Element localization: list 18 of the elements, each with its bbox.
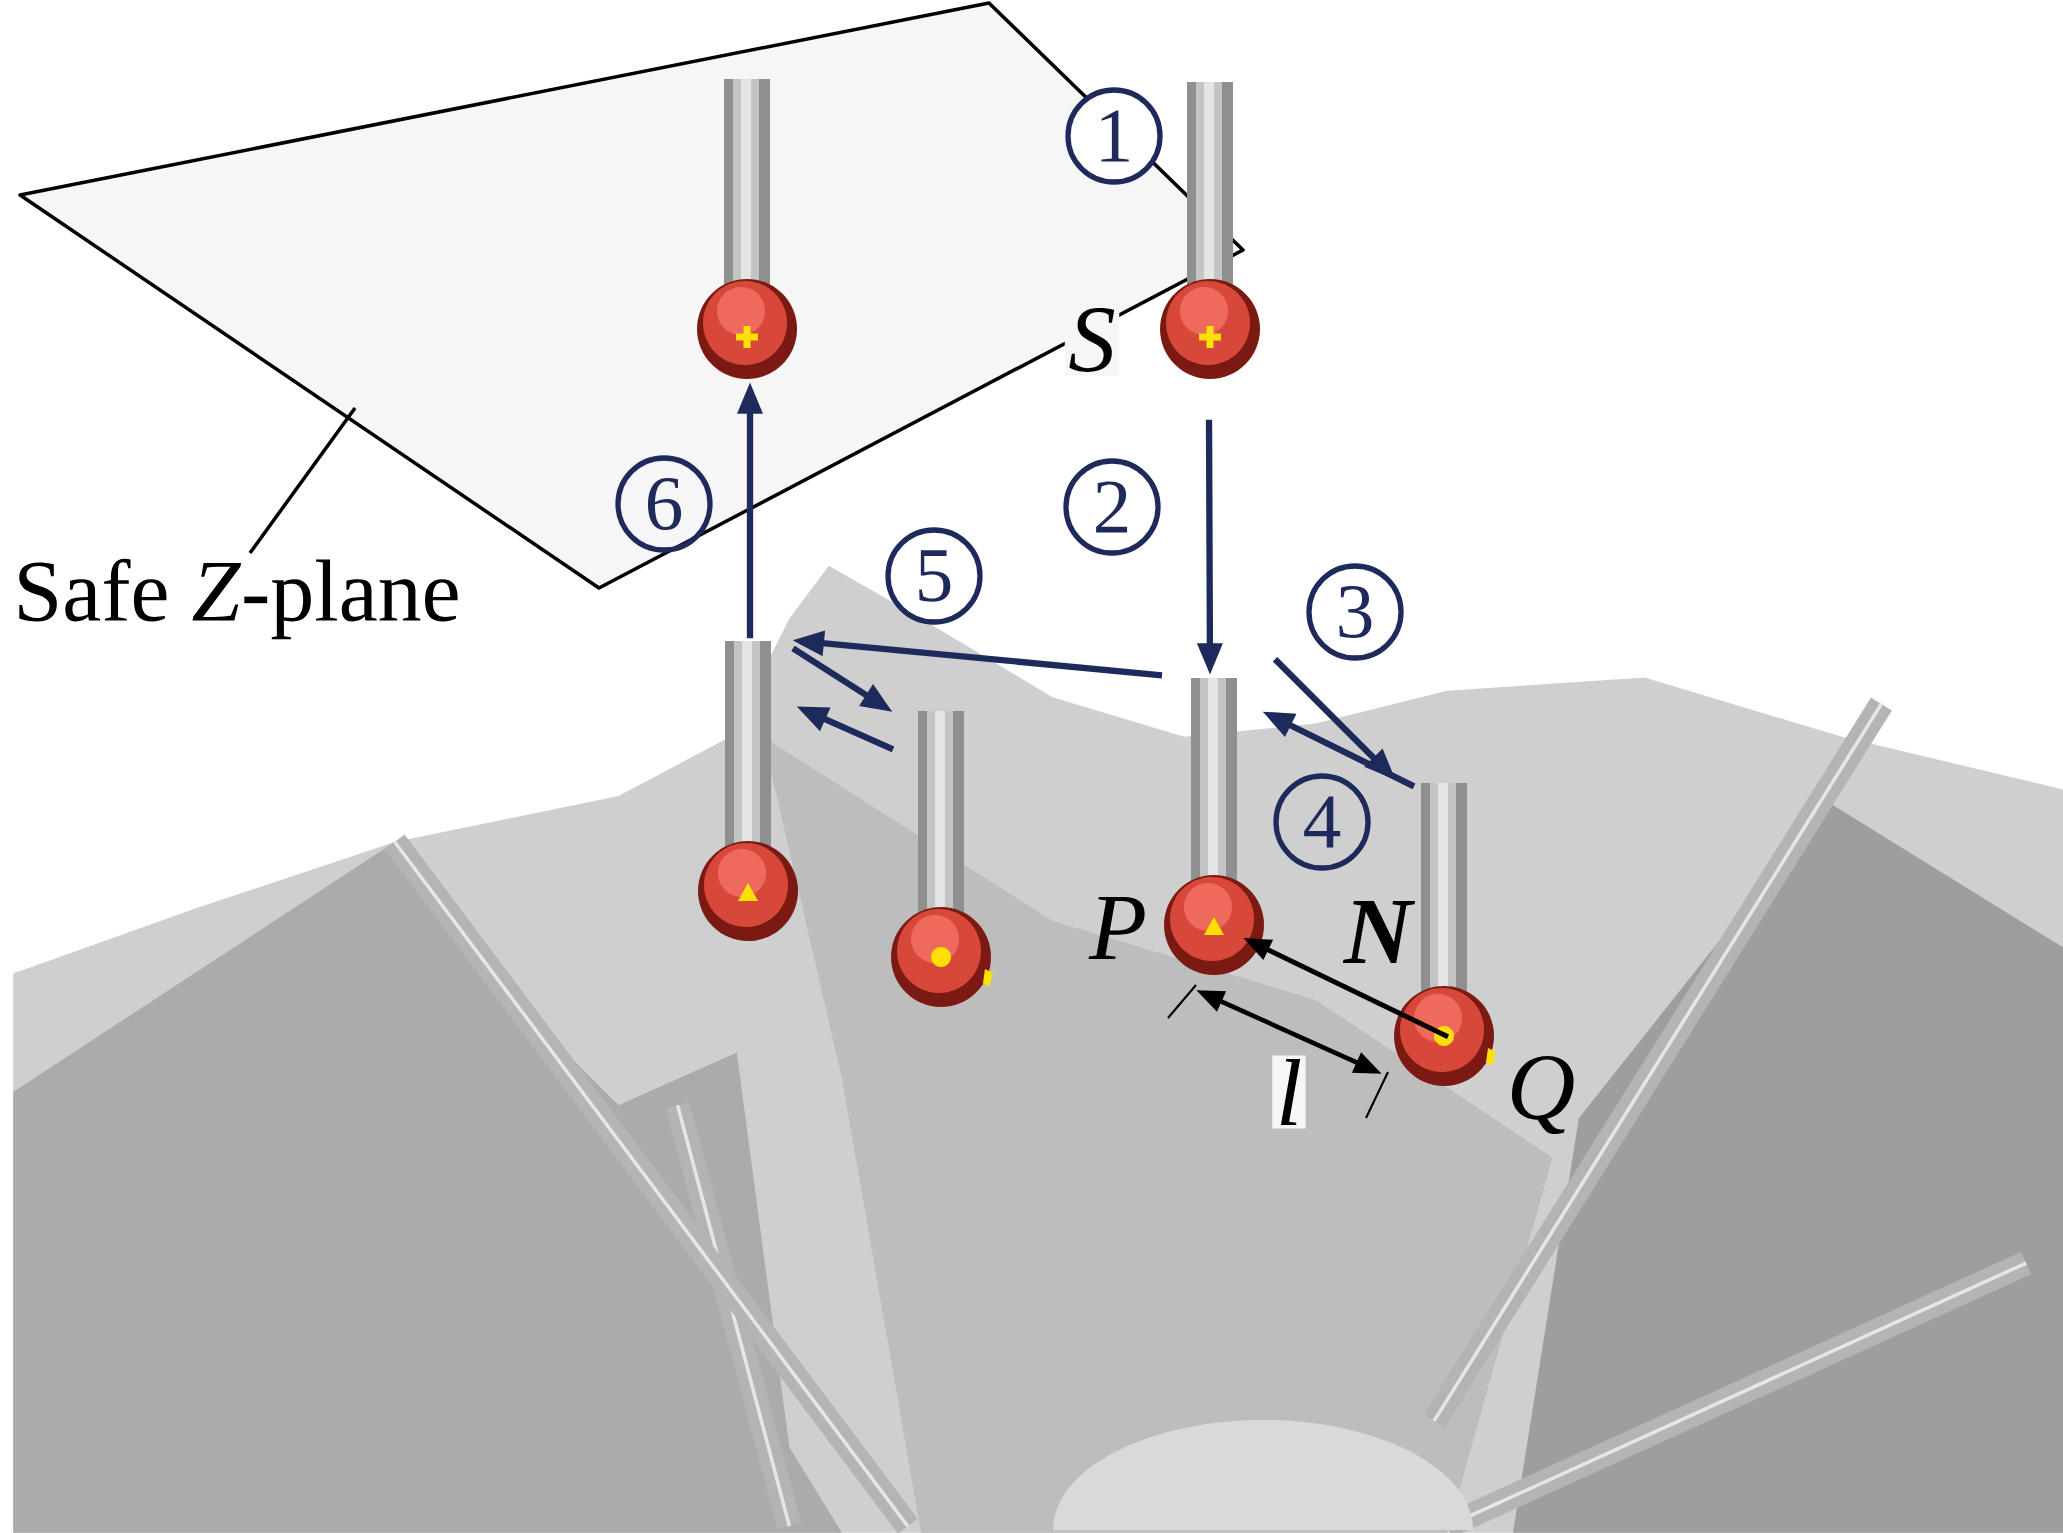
leader-line — [248, 406, 357, 555]
probe-drawing — [698, 641, 798, 941]
point-label: l — [1272, 1055, 1306, 1129]
probe-drawing — [697, 79, 797, 379]
plane-label: Safe Z-plane — [19, 558, 458, 640]
step-number: 3 — [1306, 563, 1404, 661]
step-number: 4 — [1273, 773, 1371, 871]
point-label: Q — [1512, 1055, 1574, 1135]
step-number: 5 — [885, 527, 983, 625]
vector-label: N — [1342, 900, 1416, 964]
point-label: P — [1088, 896, 1145, 960]
probe-drawing — [891, 711, 993, 1007]
step-number: 6 — [615, 455, 713, 553]
probe-drawing — [1164, 678, 1264, 975]
step-number: 1 — [1065, 87, 1163, 185]
probe-drawing — [1160, 82, 1260, 379]
point-label: S — [1064, 304, 1120, 376]
step-number: 2 — [1063, 458, 1161, 556]
